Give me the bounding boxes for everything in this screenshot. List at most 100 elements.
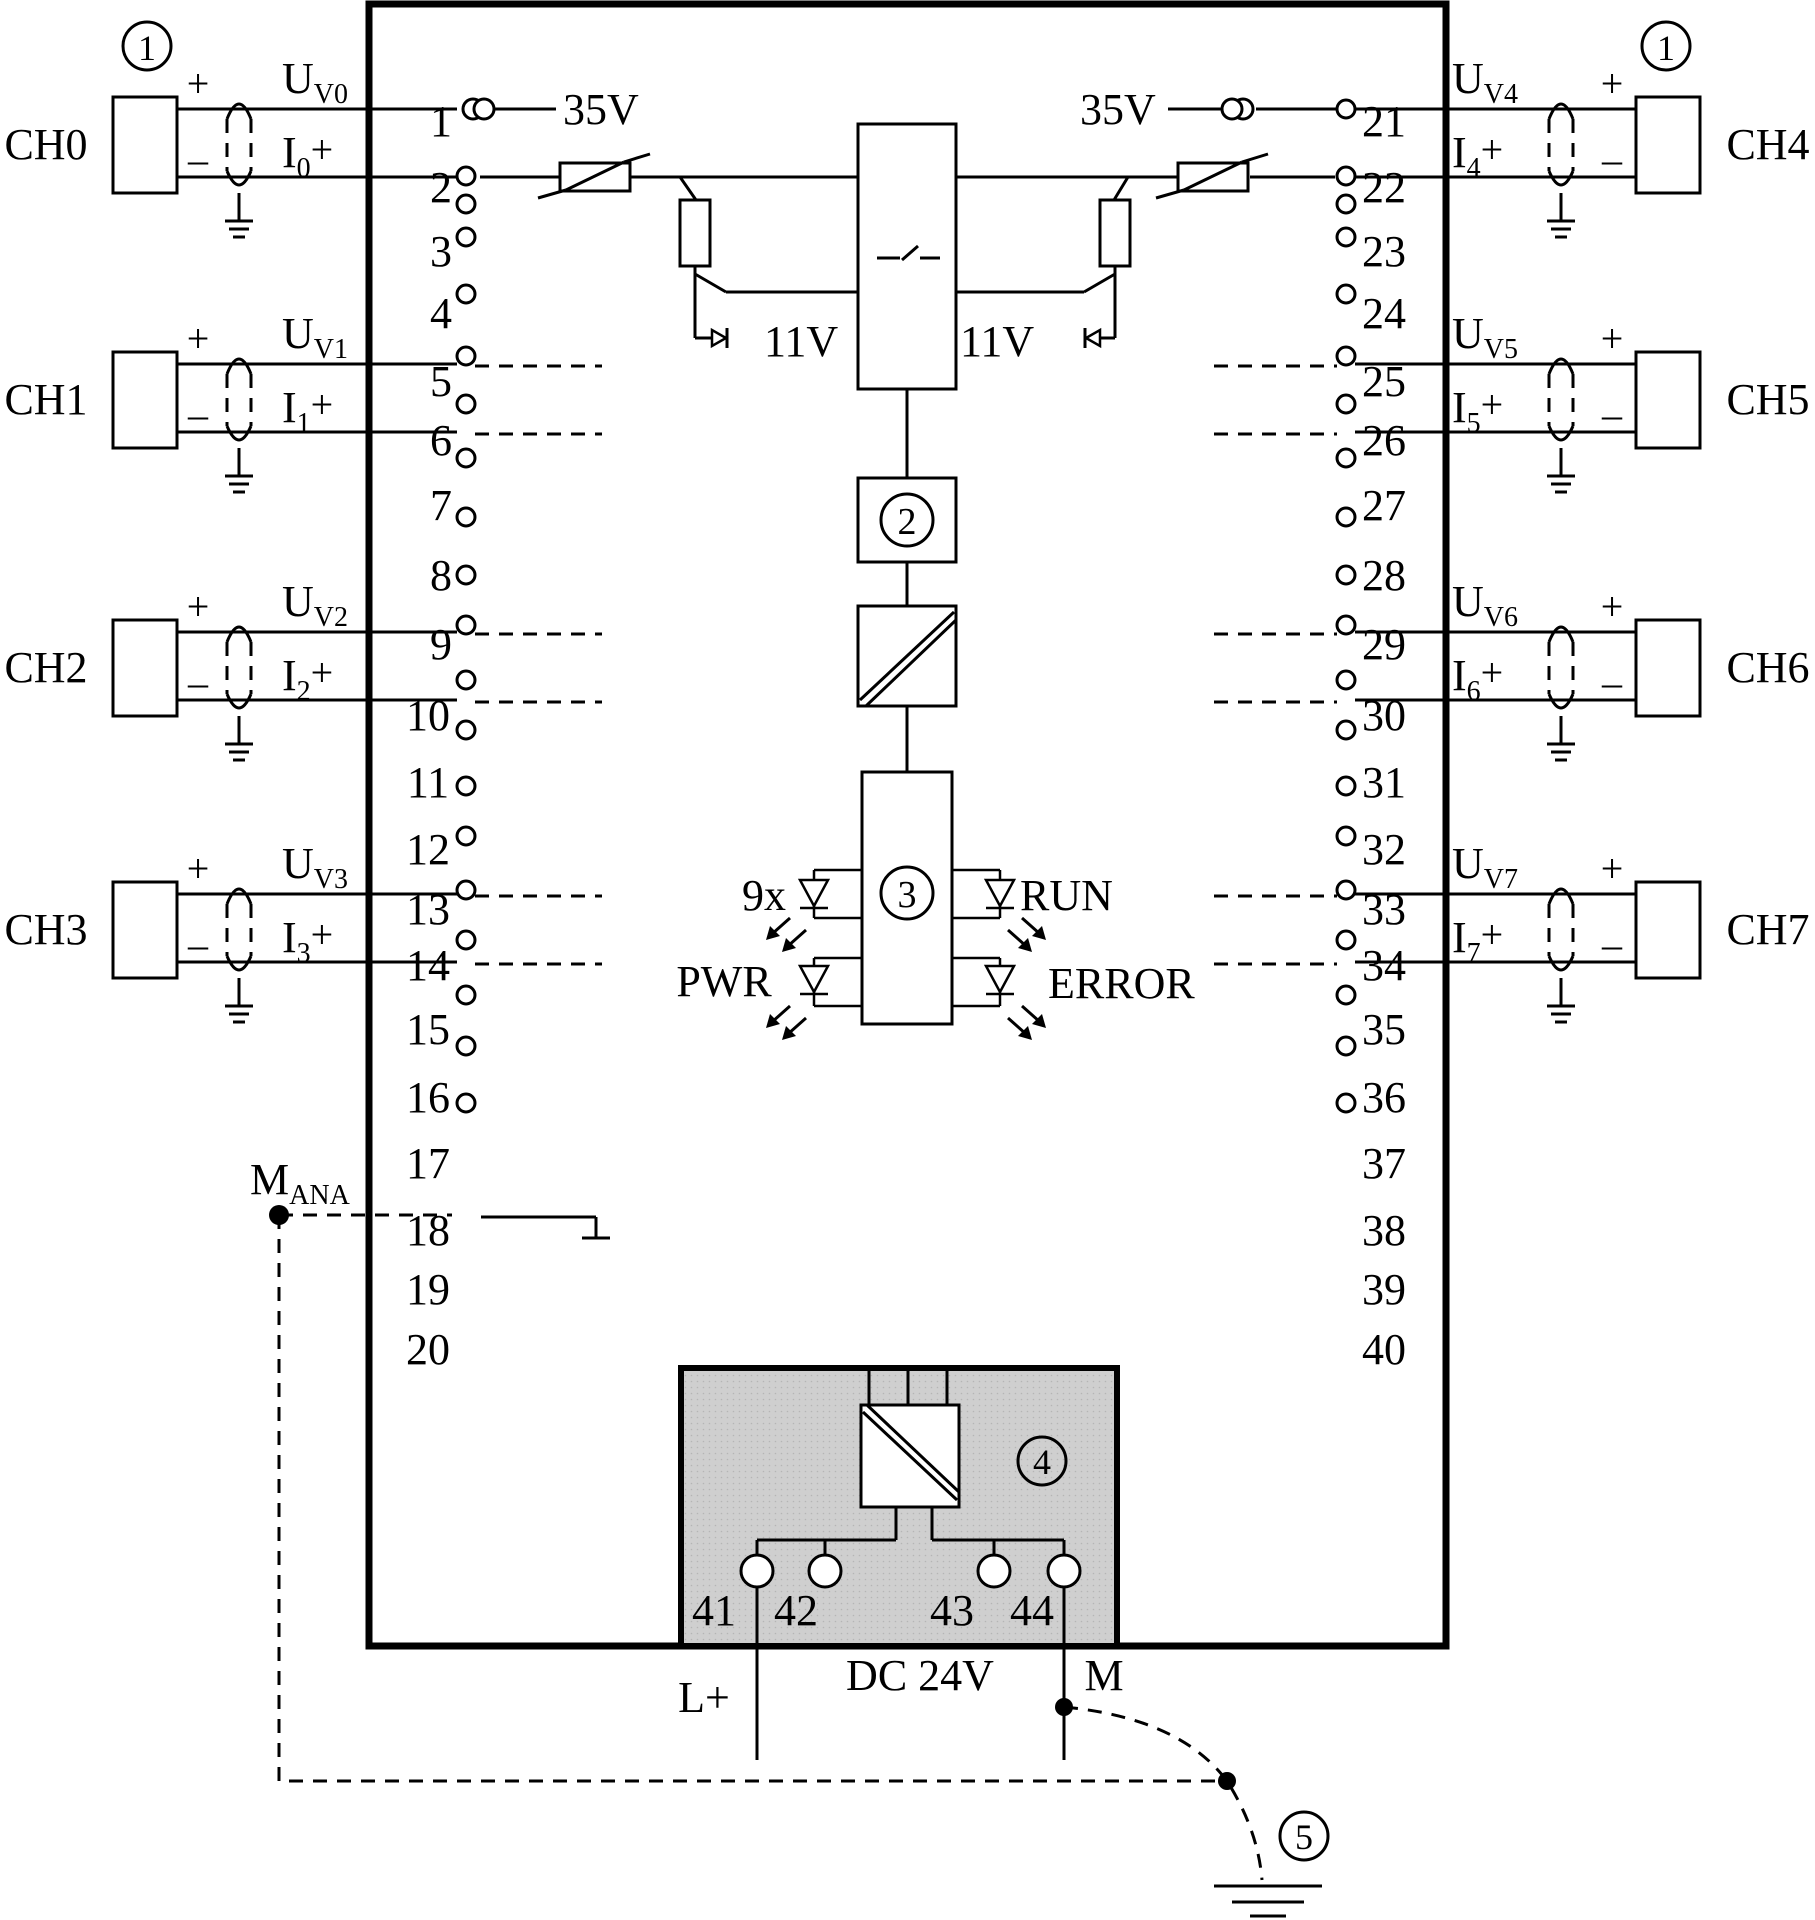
sensor-box <box>1634 618 1702 718</box>
terminal-label-18: 18 <box>406 1206 450 1255</box>
polarity-plus: + <box>187 61 210 106</box>
current-label: I4+ <box>1452 127 1503 184</box>
terminal-11 <box>455 614 477 636</box>
terminal-32 <box>1335 669 1357 691</box>
terminal-label-12: 12 <box>406 825 450 874</box>
polarity-minus: – <box>187 137 209 182</box>
terminal-label-2: 2 <box>430 163 452 212</box>
current-label: I6+ <box>1452 650 1503 707</box>
sensor-box <box>111 880 179 980</box>
current-label: I7+ <box>1452 912 1503 969</box>
terminal-label-22: 22 <box>1362 163 1406 212</box>
terminal-3 <box>455 193 477 215</box>
lplus-label: L+ <box>678 1673 730 1722</box>
terminal-8 <box>455 447 477 469</box>
polarity-plus: + <box>187 316 210 361</box>
terminal-12 <box>455 669 477 691</box>
terminal-37 <box>1335 929 1357 951</box>
terminal-36 <box>1335 879 1357 901</box>
terminal-44: 44 <box>1010 1586 1054 1635</box>
terminal-9 <box>455 506 477 528</box>
terminal-10 <box>455 564 477 586</box>
voltage-label: UV0 <box>282 54 348 110</box>
sensor-box <box>111 618 179 718</box>
voltage-label: UV5 <box>1452 309 1518 365</box>
terminal-18 <box>455 984 477 1006</box>
terminal-5 <box>455 283 477 305</box>
terminal-label-5: 5 <box>430 357 452 406</box>
terminal-label-16: 16 <box>406 1073 450 1122</box>
terminal-43: 43 <box>930 1586 974 1635</box>
callout-2: 2 <box>898 501 917 543</box>
earth-ground-symbol <box>1214 1884 1322 1918</box>
polarity-minus: – <box>187 392 209 437</box>
terminal-35 <box>1335 825 1357 847</box>
terminal-label-13: 13 <box>406 885 450 934</box>
terminal-20 <box>455 1092 477 1114</box>
channel-inputs-left: CH0+–UV0I0+CH1+–UV1I1+CH2+–UV2I2+CH3+–UV… <box>4 54 602 1024</box>
voltage-label: UV6 <box>1452 577 1518 633</box>
polarity-minus: – <box>1601 922 1623 967</box>
led-label-run: RUN <box>1020 871 1113 920</box>
terminal-22 <box>1335 165 1357 187</box>
terminal-42: 42 <box>774 1586 818 1635</box>
led-error <box>952 956 1048 1042</box>
mana-label: MANA <box>250 1155 351 1211</box>
terminal-label-37: 37 <box>1362 1139 1406 1188</box>
led-pwr <box>764 956 862 1042</box>
voltage-11v-right: 11V <box>960 317 1034 366</box>
terminal-label-38: 38 <box>1362 1206 1406 1255</box>
terminal-26 <box>1335 345 1357 367</box>
channel-name: CH0 <box>4 120 87 169</box>
terminal-label-1: 1 <box>430 97 452 146</box>
terminal-34 <box>1335 775 1357 797</box>
terminal-label-15: 15 <box>406 1005 450 1054</box>
terminal-label-30: 30 <box>1362 691 1406 740</box>
voltage-35v-left: 35V <box>563 85 639 134</box>
terminal-23 <box>1335 193 1357 215</box>
terminal-label-35: 35 <box>1362 1005 1406 1054</box>
terminal-17 <box>455 929 477 951</box>
polarity-plus: + <box>1601 316 1624 361</box>
polarity-minus: – <box>1601 660 1623 705</box>
terminal-label-33: 33 <box>1362 885 1406 934</box>
voltage-label: UV1 <box>282 309 348 365</box>
terminal-label-29: 29 <box>1362 620 1406 669</box>
terminal-13 <box>455 719 477 741</box>
polarity-minus: – <box>1601 392 1623 437</box>
ad-converter-block <box>856 604 958 708</box>
terminal-25 <box>1335 283 1357 305</box>
voltage-label: UV2 <box>282 577 348 633</box>
terminal-6 <box>455 345 477 367</box>
terminal-label-39: 39 <box>1362 1265 1406 1314</box>
voltage-label: UV3 <box>282 839 348 895</box>
channel-name: CH2 <box>4 643 87 692</box>
input-circuit-right <box>956 97 1350 349</box>
polarity-minus: – <box>1601 137 1623 182</box>
channel-name: CH6 <box>1726 643 1809 692</box>
terminal-label-8: 8 <box>430 551 452 600</box>
led-channel-9x <box>764 868 862 954</box>
terminal-label-10: 10 <box>406 691 450 740</box>
sensor-box <box>1634 95 1702 195</box>
terminal-label-6: 6 <box>430 416 452 465</box>
voltage-35v-right: 35V <box>1080 85 1156 134</box>
polarity-plus: + <box>187 846 210 891</box>
terminal-label-21: 21 <box>1362 97 1406 146</box>
sensor-box <box>1634 350 1702 450</box>
terminal-39 <box>1335 1035 1357 1057</box>
dc24v-label: DC 24V <box>846 1651 994 1700</box>
terminal-label-11: 11 <box>407 758 449 807</box>
channel-name: CH4 <box>1726 120 1809 169</box>
terminal-31 <box>1335 614 1357 636</box>
current-label: I3+ <box>282 912 333 969</box>
led-run <box>952 868 1048 954</box>
terminal-label-26: 26 <box>1362 416 1406 465</box>
